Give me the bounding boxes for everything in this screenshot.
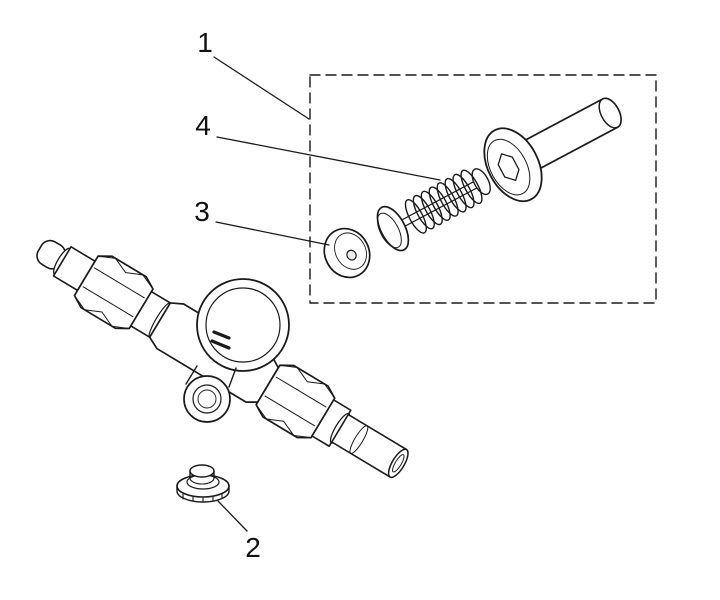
- union-nut-left: [73, 255, 154, 330]
- hose-tail-left: [36, 239, 96, 292]
- cap-facet-lines: [182, 493, 223, 503]
- union-nut-right: [255, 364, 336, 439]
- spring-washer: [471, 168, 491, 196]
- callout-label-1: 1: [197, 27, 213, 58]
- spring-coil: [412, 194, 435, 230]
- spring: [404, 169, 483, 234]
- pipe-open-end: [387, 448, 409, 479]
- hose-tail-right: [311, 399, 409, 479]
- leader-line-2: [217, 500, 248, 532]
- branch-opening: [183, 365, 237, 423]
- callout-labels: 1 4 3 2: [194, 27, 261, 563]
- handle-end-cap: [598, 97, 622, 129]
- spindle-handle: [519, 97, 622, 171]
- body-marking: [210, 330, 231, 350]
- leader-line-4: [216, 136, 441, 181]
- cap-center-hole: [346, 249, 357, 261]
- spring-coil: [444, 177, 467, 213]
- spring-coil: [452, 173, 475, 209]
- drain-cap: [176, 464, 230, 503]
- callout-label-4: 4: [195, 110, 211, 141]
- spring-coil: [436, 182, 459, 217]
- cap-dome: [189, 464, 215, 478]
- spring-coil: [420, 190, 443, 226]
- spring-coil: [404, 199, 427, 234]
- leader-line-3: [215, 221, 330, 246]
- callout-label-3: 3: [194, 196, 210, 227]
- assembly-boundary-box: [309, 74, 657, 304]
- valve-disc: [376, 205, 410, 252]
- spring-coil: [460, 169, 483, 205]
- spindle-flange: [483, 127, 543, 203]
- insert-port: [196, 278, 290, 372]
- insert-assembly: [323, 97, 622, 279]
- callout-label-2: 2: [245, 532, 261, 563]
- spring-coil: [428, 186, 451, 222]
- leader-lines: [213, 56, 441, 532]
- hex-socket: [497, 153, 520, 181]
- leader-line-1: [213, 56, 310, 120]
- protective-cap: [323, 227, 371, 279]
